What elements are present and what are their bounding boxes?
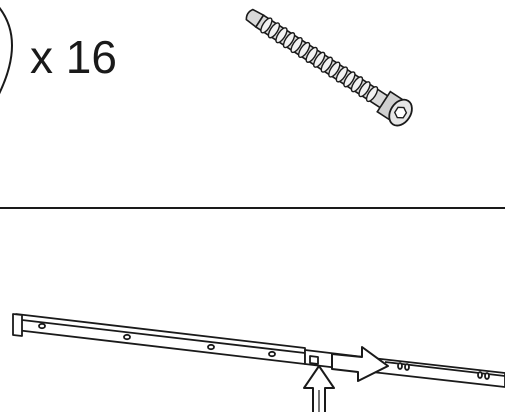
- quantity-label: x 16: [30, 31, 117, 83]
- quantity-callout: x 16: [0, 7, 117, 95]
- up-arrow-icon: [303, 365, 335, 412]
- cam-screw-icon: [245, 8, 413, 127]
- drawer-slide-rail-icon: [12, 313, 505, 388]
- callout-circle: [0, 7, 13, 95]
- right-arrow-icon: [331, 346, 389, 382]
